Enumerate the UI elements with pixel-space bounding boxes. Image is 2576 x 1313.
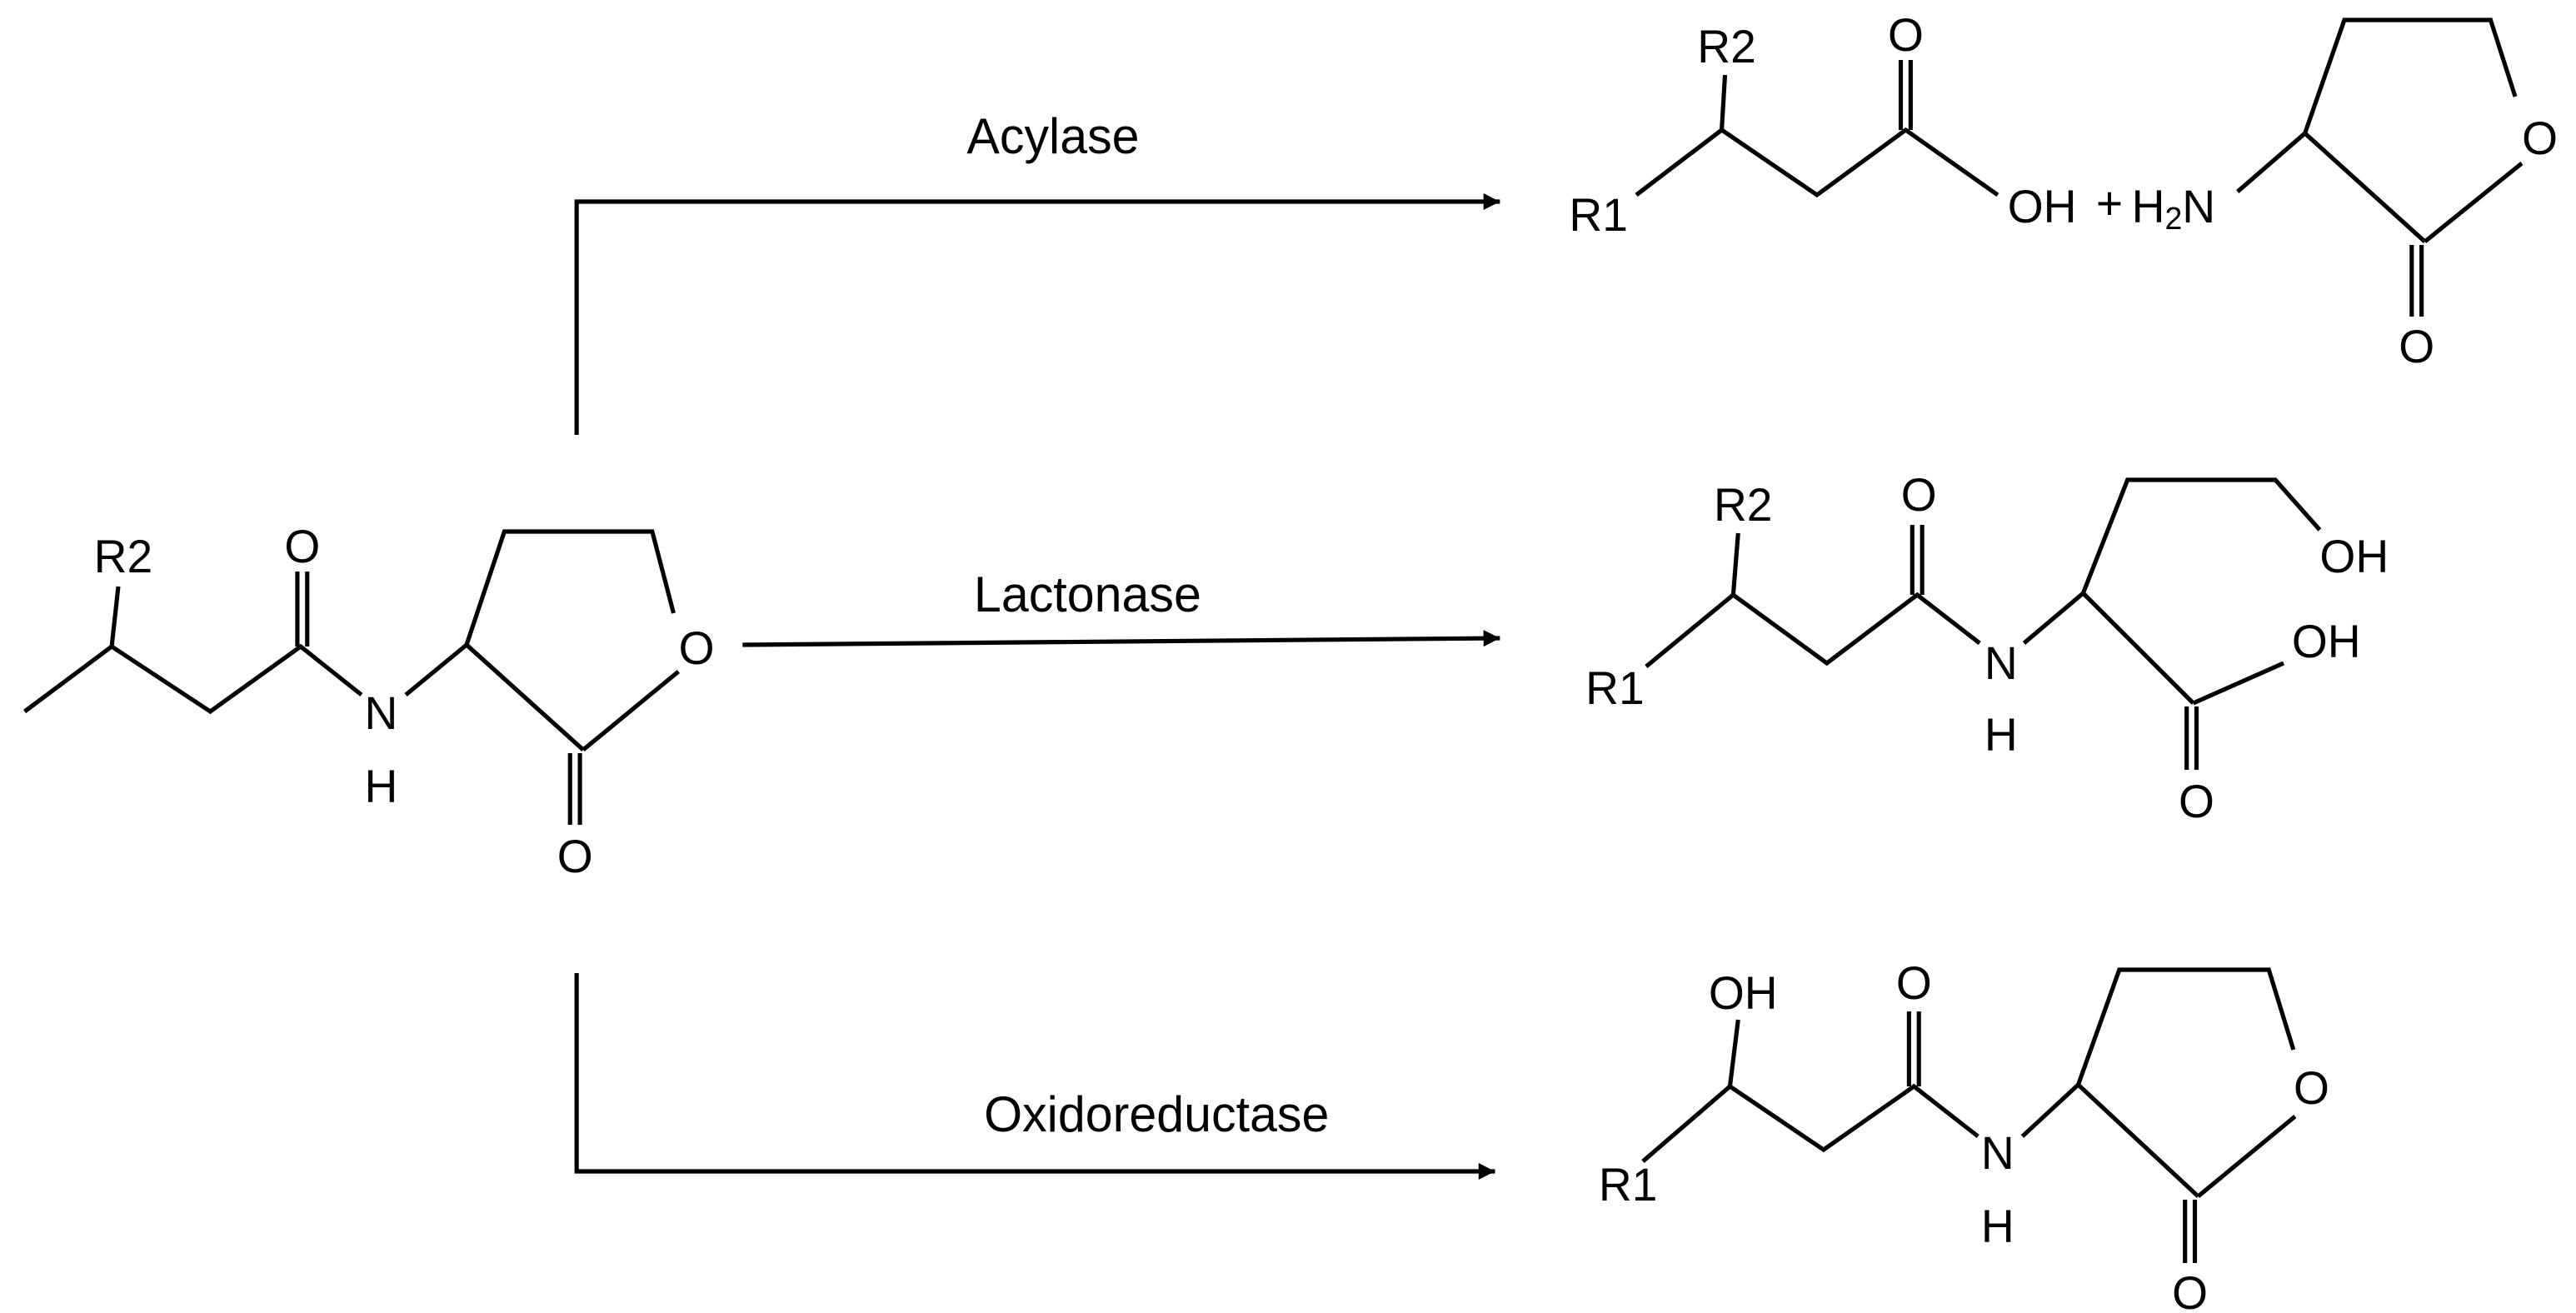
amide-nitrogen: N — [1984, 637, 2018, 689]
branch-bond — [1730, 532, 1740, 596]
amine-c-bond — [2236, 132, 2307, 193]
r1-label: R1 — [1569, 189, 1628, 241]
acid-carbonyl-oxygen: O — [1888, 9, 1924, 61]
lactone-oxygen: O — [557, 831, 593, 882]
reactant-ahl: R2 O N H O O — [23, 521, 715, 882]
hsl-ring-oxygen: O — [2522, 112, 2558, 164]
acyl-chain-bond — [23, 643, 363, 715]
lactonase-label: Lactonase — [974, 567, 1201, 622]
carboxyl-oh-bond — [2192, 661, 2285, 706]
amide-carbonyl-oxygen: O — [1901, 469, 1937, 521]
acyl-chain-bond — [1641, 1083, 1979, 1163]
carboxyl-hydroxyl: OH — [2292, 616, 2361, 667]
lactone-oxygen: O — [2172, 1267, 2208, 1313]
carbonyl-oxygen: O — [284, 521, 320, 572]
plus-sign: + — [2096, 177, 2123, 229]
r1-label: R1 — [1585, 662, 1645, 714]
r2-label: R2 — [1714, 479, 1773, 531]
reaction-arrows: Acylase Lactonase Oxidoreductase — [574, 108, 1500, 1180]
acylase-label: Acylase — [966, 108, 1139, 164]
lactone-ring — [464, 529, 676, 646]
hsl-ring-o-bond — [2423, 161, 2524, 244]
r2-label: R2 — [1697, 21, 1756, 72]
ring-oxygen: O — [679, 622, 715, 674]
n-c-alpha-bond — [2022, 592, 2085, 645]
carboxyl-oxygen: O — [2179, 776, 2214, 827]
acylase-arrow — [574, 193, 1500, 435]
product-lactonase: R1 R2 O N H OH OH O — [1585, 469, 2389, 827]
r1-label: R1 — [1599, 1159, 1658, 1211]
fatty-acid-branch-bond — [1720, 74, 1728, 131]
r2-label: R2 — [94, 531, 153, 582]
amide-carbonyl-oxygen: O — [1896, 957, 1932, 1009]
hsl-ring-c-bond — [2303, 132, 2427, 243]
side-chain-hydroxyl: OH — [2319, 531, 2389, 582]
acyl-chain-bond — [1645, 592, 1981, 669]
side-chain-bond — [2081, 477, 2322, 594]
hydroxyl-bond — [1727, 1019, 1740, 1087]
amine-label: H2N — [2132, 181, 2216, 236]
fatty-acid-chain-bond — [1635, 127, 1999, 198]
oxidoreductase-arrow — [574, 973, 1495, 1180]
branch-bond — [109, 586, 121, 647]
oxidoreductase-label: Oxidoreductase — [984, 1086, 1329, 1142]
product-acylase: R1 R2 O OH + H2N O O — [1569, 9, 2558, 372]
product-oxidoreductase: R1 OH O N H O O — [1599, 957, 2329, 1313]
amide-hydrogen: H — [1981, 1201, 2014, 1252]
lactonase-arrow — [742, 630, 1500, 647]
hsl-ring — [2303, 17, 2518, 134]
hydroxyl-label: OH — [1709, 967, 1778, 1019]
c-alpha-carboxyl-bond — [2081, 592, 2195, 705]
n-c-bond — [2020, 1083, 2080, 1138]
amide-hydrogen: H — [365, 761, 398, 812]
amide-nitrogen: N — [1981, 1127, 2014, 1179]
ring-c-c-bond — [465, 643, 585, 751]
ring-c-c-bond — [2076, 1083, 2200, 1198]
ring-c-o-bond — [2196, 1114, 2297, 1199]
lactone-ring — [2076, 967, 2296, 1086]
ring-c-o-bond — [582, 669, 681, 752]
ring-oxygen: O — [2294, 1062, 2329, 1114]
amide-nitrogen: N — [365, 687, 398, 739]
hsl-carbonyl-oxygen: O — [2399, 321, 2434, 372]
amide-hydrogen: H — [1984, 709, 2018, 761]
n-c-bond — [404, 642, 468, 697]
hydroxyl-label: OH — [2008, 181, 2077, 232]
